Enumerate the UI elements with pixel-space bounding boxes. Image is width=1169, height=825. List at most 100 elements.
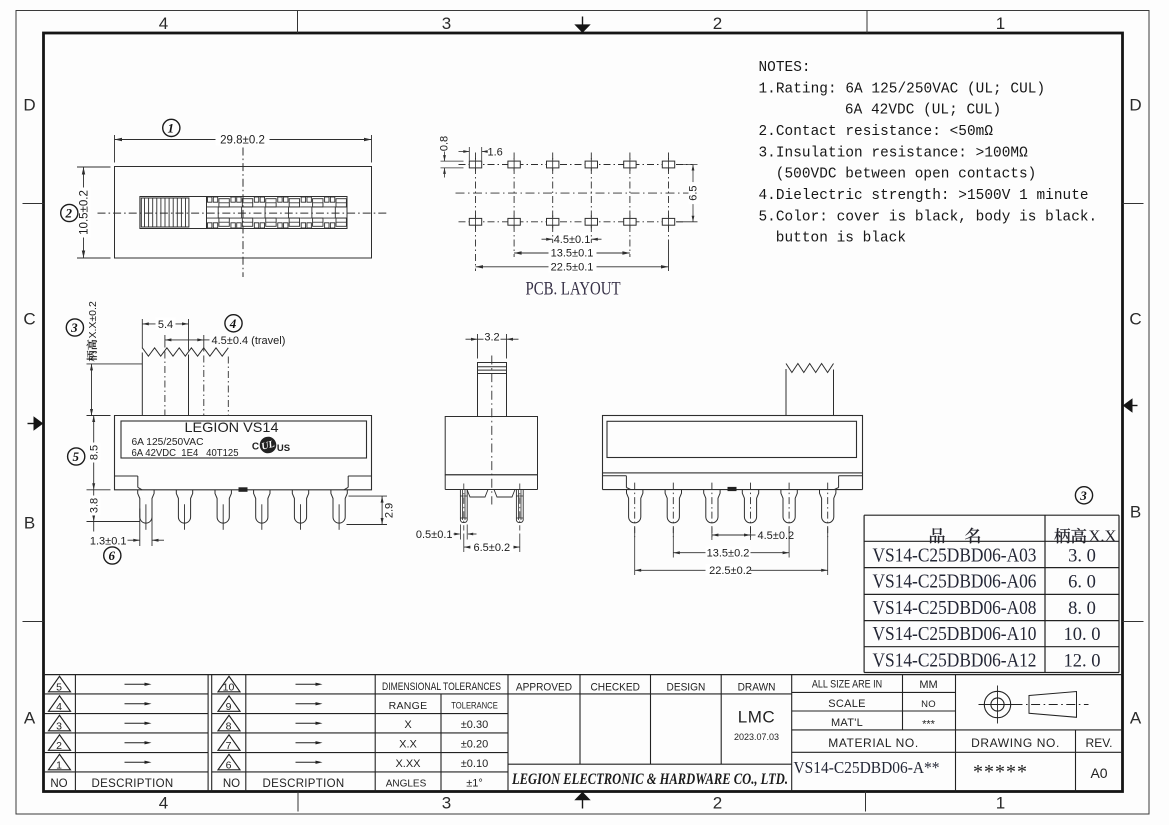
- svg-text:C: C: [23, 310, 35, 329]
- svg-text:CHECKED: CHECKED: [591, 681, 641, 693]
- svg-text:button is black: button is black: [776, 231, 906, 247]
- svg-text:TOLERANCE: TOLERANCE: [451, 700, 498, 711]
- svg-text:7: 7: [226, 740, 232, 752]
- svg-text:2: 2: [65, 206, 73, 221]
- svg-text:1.6: 1.6: [488, 147, 503, 159]
- svg-text:MAT'L: MAT'L: [831, 717, 863, 729]
- svg-text:C: C: [1129, 310, 1141, 329]
- svg-text:VS14-C25DBD06-A08: VS14-C25DBD06-A08: [873, 598, 1037, 619]
- svg-text:8. 0: 8. 0: [1068, 599, 1096, 619]
- svg-text:6A 42VDC 1E4 40T125: 6A 42VDC 1E4 40T125: [132, 448, 239, 459]
- svg-text:NO: NO: [50, 778, 67, 790]
- svg-text:MM: MM: [919, 679, 937, 691]
- svg-text:6A 42VDC (UL; CUL): 6A 42VDC (UL; CUL): [845, 103, 1001, 119]
- svg-text:REV.: REV.: [1086, 736, 1113, 750]
- svg-text:PCB. LAYOUT: PCB. LAYOUT: [526, 280, 621, 300]
- svg-text:3: 3: [442, 14, 451, 33]
- svg-text:UL: UL: [260, 439, 276, 453]
- svg-text:X.XX: X.XX: [395, 758, 421, 770]
- svg-text:4.5±0.2: 4.5±0.2: [758, 530, 795, 542]
- svg-text:4: 4: [159, 14, 168, 33]
- svg-text:VS14-C25DBD06-A10: VS14-C25DBD06-A10: [873, 624, 1037, 645]
- svg-text:C: C: [252, 442, 259, 453]
- svg-text:22.5±0.2: 22.5±0.2: [709, 565, 752, 577]
- svg-text:VS14-C25DBD06-A03: VS14-C25DBD06-A03: [873, 545, 1037, 566]
- svg-text:NO: NO: [921, 699, 936, 710]
- svg-text:DESIGN: DESIGN: [667, 681, 706, 693]
- svg-text:8.5: 8.5: [88, 445, 100, 460]
- svg-text:29.8±0.2: 29.8±0.2: [220, 135, 265, 147]
- svg-text:X: X: [404, 719, 412, 731]
- svg-text:13.5±0.1: 13.5±0.1: [551, 248, 594, 260]
- svg-text:LEGION VS14: LEGION VS14: [185, 419, 279, 435]
- svg-text:DESCRIPTION: DESCRIPTION: [263, 778, 345, 790]
- svg-text:X.X±0.2: X.X±0.2: [87, 301, 99, 338]
- svg-text:2023.07.03: 2023.07.03: [734, 732, 779, 742]
- svg-text:X.X: X.X: [399, 739, 417, 751]
- svg-text:5.Color: cover is black, body: 5.Color: cover is black, body is black.: [759, 209, 1098, 225]
- svg-text:6: 6: [226, 760, 232, 772]
- svg-text:±1°: ±1°: [466, 778, 483, 790]
- svg-text:DIMENSIONAL TOLERANCES: DIMENSIONAL TOLERANCES: [382, 681, 501, 693]
- svg-text:LMC: LMC: [738, 708, 775, 727]
- svg-text:DESCRIPTION: DESCRIPTION: [92, 778, 174, 790]
- svg-text:13.5±0.2: 13.5±0.2: [707, 548, 750, 560]
- svg-text:5: 5: [56, 682, 62, 694]
- svg-text:3: 3: [1079, 488, 1087, 503]
- svg-text:A0: A0: [1090, 765, 1107, 781]
- svg-text:US: US: [277, 443, 290, 454]
- svg-text:6: 6: [109, 548, 116, 563]
- svg-text:SCALE: SCALE: [828, 698, 866, 710]
- svg-text:5.4: 5.4: [158, 319, 173, 331]
- svg-text:2.Contact resistance: <50mΩ: 2.Contact resistance: <50mΩ: [759, 124, 994, 140]
- svg-text:4.5±0.4 (travel): 4.5±0.4 (travel): [212, 335, 286, 347]
- svg-text:D: D: [1129, 96, 1141, 115]
- svg-text:4.5±0.1: 4.5±0.1: [554, 234, 591, 246]
- svg-text:1: 1: [56, 760, 62, 772]
- svg-text:(500VDC between open contacts): (500VDC between open contacts): [776, 167, 1037, 183]
- svg-text:±0.20: ±0.20: [461, 739, 488, 751]
- svg-text:1.Rating: 6A 125/250VAC (UL; C: 1.Rating: 6A 125/250VAC (UL; CUL): [759, 81, 1046, 97]
- svg-text:0.8: 0.8: [439, 136, 451, 151]
- svg-text:2: 2: [56, 740, 62, 752]
- svg-text:±0.10: ±0.10: [461, 758, 488, 770]
- svg-text:1.3±0.1: 1.3±0.1: [90, 536, 127, 548]
- svg-text:*****: *****: [973, 761, 1028, 783]
- svg-text:4: 4: [159, 794, 168, 813]
- svg-text:DRAWN: DRAWN: [738, 681, 776, 693]
- svg-text:B: B: [1130, 503, 1141, 522]
- svg-text:3.Insulation resistance: >100M: 3.Insulation resistance: >100MΩ: [759, 145, 1029, 161]
- svg-text:LEGION ELECTRONIC & HARDWARE C: LEGION ELECTRONIC & HARDWARE CO., LTD.: [511, 771, 788, 788]
- svg-text:2: 2: [713, 794, 722, 813]
- svg-text:3. 0: 3. 0: [1068, 546, 1096, 566]
- svg-text:6. 0: 6. 0: [1068, 573, 1096, 593]
- svg-text:4: 4: [229, 316, 237, 331]
- svg-text:±0.30: ±0.30: [461, 719, 488, 731]
- svg-text:NOTES:: NOTES:: [759, 60, 811, 76]
- svg-text:VS14-C25DBD06-A**: VS14-C25DBD06-A**: [794, 758, 940, 777]
- svg-text:APPROVED: APPROVED: [516, 681, 572, 693]
- svg-text:VS14-C25DBD06-A06: VS14-C25DBD06-A06: [873, 572, 1037, 593]
- svg-text:3.2: 3.2: [484, 331, 499, 343]
- svg-text:3: 3: [56, 721, 62, 733]
- svg-text:ALL SIZE ARE IN: ALL SIZE ARE IN: [812, 679, 882, 691]
- svg-text:ANGLES: ANGLES: [386, 779, 427, 790]
- svg-text:***: ***: [922, 719, 936, 731]
- svg-text:1: 1: [996, 794, 1005, 813]
- svg-text:3: 3: [442, 794, 451, 813]
- svg-text:10.5±0.2: 10.5±0.2: [79, 190, 91, 235]
- svg-text:9: 9: [226, 701, 232, 713]
- svg-text:2: 2: [713, 14, 722, 33]
- svg-text:10: 10: [223, 682, 235, 694]
- svg-text:1: 1: [996, 14, 1005, 33]
- svg-text:B: B: [24, 514, 35, 533]
- svg-text:X.X: X.X: [1089, 527, 1117, 546]
- svg-text:1: 1: [168, 121, 175, 136]
- svg-text:2.9: 2.9: [384, 503, 396, 518]
- svg-text:4: 4: [56, 701, 62, 713]
- svg-text:4.Dielectric strength: >1500V: 4.Dielectric strength: >1500V 1 minute: [759, 188, 1089, 204]
- svg-text:A: A: [1130, 709, 1142, 728]
- svg-text:22.5±0.1: 22.5±0.1: [551, 261, 594, 273]
- svg-text:D: D: [23, 96, 35, 115]
- svg-text:NO: NO: [223, 778, 240, 790]
